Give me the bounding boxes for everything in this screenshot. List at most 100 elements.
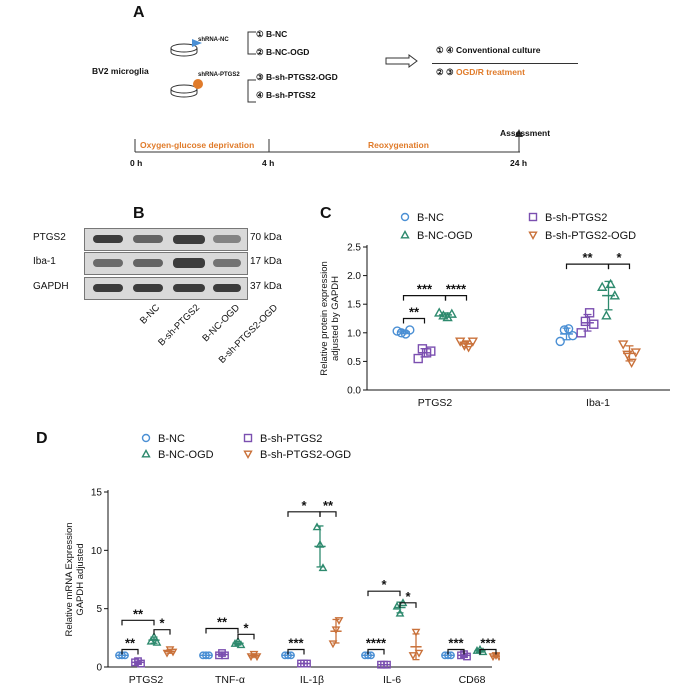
group-brackets [247,31,256,103]
x-tick-label: Iba-1 [586,397,610,409]
data-point [463,652,471,661]
band [173,235,205,244]
data-point [576,328,586,338]
data-point [137,659,145,668]
divider-line [432,63,578,64]
kda-gapdh: 37 kDa [250,281,282,292]
t24-label: 24 h [510,158,528,168]
shrna-ptgs2-marker-icon [193,79,203,89]
blot-row-ptgs2 [84,228,248,251]
ogdr-treatment: ② ③ OGD/R treatment [436,67,525,77]
band [133,259,163,267]
significance-label: ** [323,498,334,513]
significance-label: **** [366,636,387,651]
y-tick-label: 0 [96,663,102,674]
data-point [303,659,311,668]
data-point [568,330,578,341]
data-point [152,637,162,646]
data-point [252,653,262,662]
data-point [446,308,457,318]
band [133,235,163,243]
data-point [609,290,620,300]
data-point [205,651,213,660]
data-point [580,316,591,327]
legend-label: B-NC-OGD [417,230,473,242]
data-point [233,636,243,645]
data-point [312,522,322,531]
data-point [396,328,407,338]
data-point [438,310,449,320]
y-tick-label: 5 [96,604,102,615]
y-tick-label: 1.0 [347,328,361,339]
legend-label: B-NC [158,433,185,445]
data-point [563,324,574,334]
data-point [559,325,570,335]
y-tick-label: 10 [91,546,103,557]
y-tick-label: 0.0 [347,386,361,397]
significance-label: **** [446,282,467,297]
significance-bracket [607,263,631,270]
band [93,259,123,267]
panel-c-letter: C [320,205,332,222]
data-point [434,307,445,317]
legend-marker [400,230,410,239]
legend-marker [528,212,538,222]
lane-label: B-NC [138,302,162,326]
y-axis-label: adjusted by GAPDH [330,276,341,361]
data-point [367,651,375,660]
legend-label: B-sh-PTGS2-OGD [545,230,636,242]
significance-bracket [319,511,337,517]
data-point [392,326,402,336]
data-point [605,278,616,289]
reox-label: Reoxygenation [368,140,429,150]
significance-label: * [616,250,622,265]
panel-a-letter: A [133,4,145,21]
data-point [318,563,328,572]
legend-label: B-sh-PTGS2 [545,212,607,224]
data-point [472,646,482,654]
data-point [146,636,156,645]
data-point [426,346,436,356]
data-point [630,348,641,358]
band [93,235,123,243]
assessment-label: Assessment [500,128,551,138]
y-tick-label: 15 [91,488,103,499]
blot-row-label-iba1: Iba-1 [33,256,56,267]
x-tick-label: IL-6 [383,674,401,686]
legend-marker [400,212,410,222]
y-tick-label: 2.5 [347,243,361,254]
assessment-arrow-icon [515,129,523,137]
data-point [202,651,210,660]
group-4: ④ B-sh-PTGS2 [256,90,316,100]
significance-label: * [159,616,165,631]
legend-marker [141,433,151,443]
data-point [221,651,229,660]
significance-label: ** [217,615,228,630]
significance-label: ** [409,305,420,320]
data-point [383,660,391,669]
data-point [467,337,478,347]
significance-bracket [444,295,468,301]
significance-label: *** [448,636,464,651]
significance-bracket [287,648,305,655]
kda-iba1: 17 kDa [250,256,282,267]
significance-bracket [367,648,385,655]
data-point [168,648,178,657]
group-3: ③ B-sh-PTGS2-OGD [256,72,338,82]
significance-bracket [399,602,417,608]
group-2: ② B-NC-OGD [256,47,310,57]
significance-label: *** [288,636,304,651]
data-point [287,651,295,660]
y-tick-label: 1.5 [347,300,361,311]
significance-bracket [205,627,239,634]
y-tick-label: 2.0 [347,271,361,282]
x-tick-label: PTGS2 [129,674,164,686]
significance-bracket [121,648,139,655]
legend-label: B-NC [417,212,444,224]
legend-label: B-NC-OGD [158,449,214,461]
data-point [622,350,633,360]
significance-label: * [381,577,387,592]
data-point [478,647,488,656]
legend-marker [141,449,151,458]
data-point [414,649,424,658]
